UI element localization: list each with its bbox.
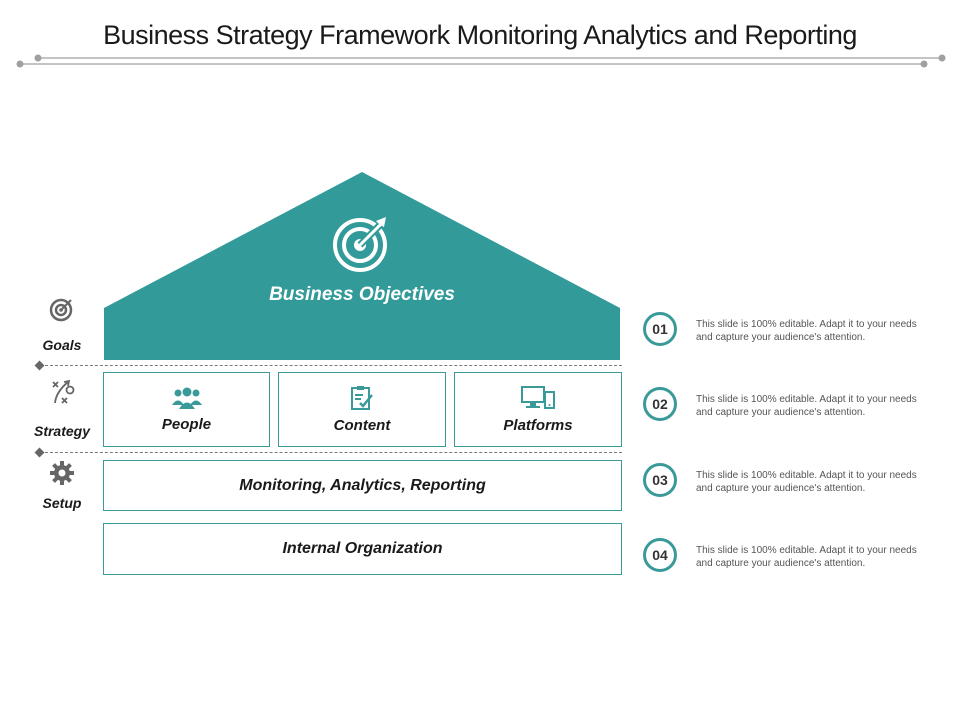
pillar-platforms: Platforms bbox=[454, 372, 622, 447]
clipboard-check-icon bbox=[351, 386, 373, 410]
title-divider bbox=[16, 54, 946, 68]
sidebar-goals: Goals bbox=[22, 296, 102, 353]
layer-label: Monitoring, Analytics, Reporting bbox=[239, 476, 486, 494]
step-number: 03 bbox=[643, 463, 677, 497]
layer-monitoring: Monitoring, Analytics, Reporting bbox=[103, 460, 622, 511]
step-number: 02 bbox=[643, 387, 677, 421]
step-number: 01 bbox=[643, 312, 677, 346]
target-icon bbox=[49, 298, 73, 322]
page-title: Business Strategy Framework Monitoring A… bbox=[103, 20, 857, 50]
sidebar-label: Setup bbox=[42, 495, 82, 511]
step-description: This slide is 100% editable. Adapt it to… bbox=[696, 470, 917, 494]
sidebar-strategy: Strategy bbox=[22, 378, 102, 439]
pillar-label: Platforms bbox=[503, 417, 573, 434]
sidebar-label: Goals bbox=[42, 337, 82, 353]
step-description: This slide is 100% editable. Adapt it to… bbox=[696, 545, 917, 569]
sidebar-label: Strategy bbox=[33, 423, 91, 439]
step-number: 04 bbox=[643, 538, 677, 572]
devices-icon bbox=[521, 386, 555, 409]
pillar-label: Content bbox=[333, 417, 391, 434]
step-description: This slide is 100% editable. Adapt it to… bbox=[696, 319, 917, 343]
divider-goals bbox=[40, 365, 622, 366]
pillar-people: People bbox=[103, 372, 270, 447]
step-description: This slide is 100% editable. Adapt it to… bbox=[696, 394, 917, 418]
people-icon bbox=[171, 387, 202, 409]
pillar-content: Content bbox=[278, 372, 446, 447]
strategy-icon bbox=[52, 379, 75, 404]
pillar-label: People bbox=[161, 416, 212, 433]
gear-icon bbox=[50, 461, 74, 485]
layer-label: Internal Organization bbox=[282, 540, 443, 557]
target-icon bbox=[333, 217, 387, 272]
roof-label: Business Objectives bbox=[269, 284, 455, 305]
sidebar-setup: Setup bbox=[22, 460, 102, 511]
divider-strategy bbox=[40, 452, 622, 453]
layer-internal-organization: Internal Organization bbox=[103, 523, 622, 575]
